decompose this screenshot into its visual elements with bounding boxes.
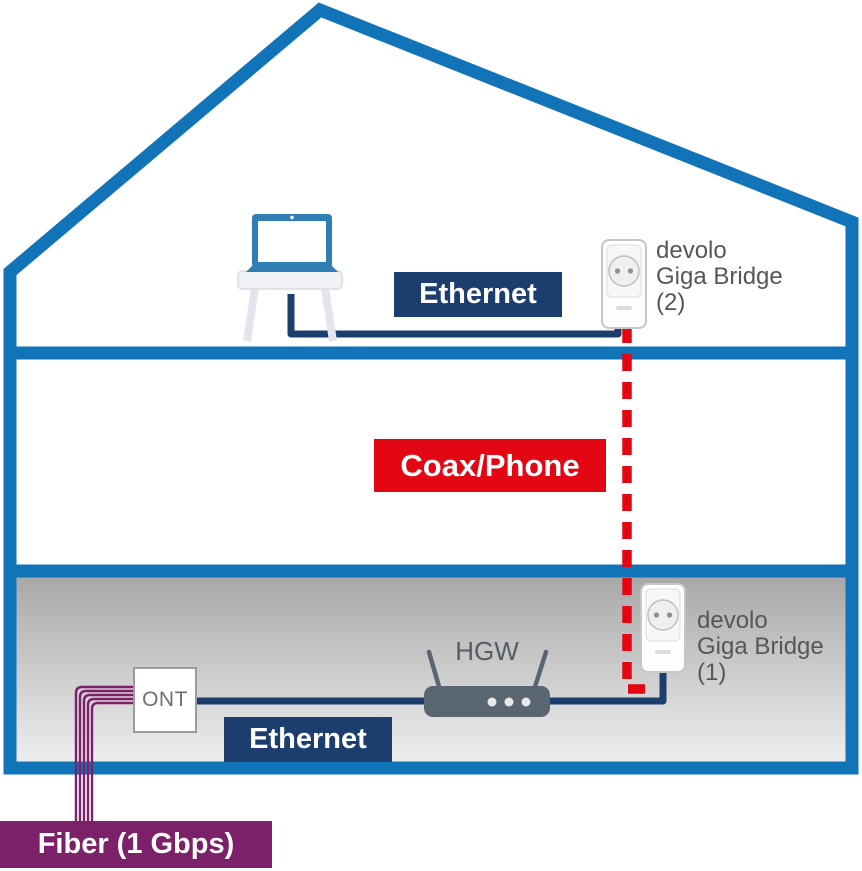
fiber-strand <box>78 689 134 826</box>
hgw-router <box>424 649 550 717</box>
socket-hole <box>614 268 621 274</box>
fiber-strand <box>82 693 134 826</box>
ethernet-label-lower: Ethernet <box>224 717 392 762</box>
fiber-cable-bundle <box>74 685 134 826</box>
socket-hole <box>653 612 660 618</box>
router-led <box>504 697 514 707</box>
device-slot <box>655 650 671 654</box>
device-slot <box>616 306 632 310</box>
giga-bridge-1-caption-line3: (1) <box>697 659 727 686</box>
giga-bridge-2-caption-line1: devolo <box>656 237 727 264</box>
giga-bridge-1-device <box>640 583 686 673</box>
giga-bridge-1-caption-line2: Giga Bridge <box>697 633 824 660</box>
socket-icon <box>647 599 679 631</box>
ont-box: ONT <box>133 667 197 733</box>
router-led <box>521 697 531 707</box>
giga-bridge-2-caption-line3: (2) <box>656 289 686 316</box>
laptop-camera-dot <box>290 215 294 220</box>
laptop <box>246 214 338 272</box>
fiber-strand <box>86 697 134 826</box>
router-antenna-left <box>426 649 443 693</box>
giga-bridge-2-device <box>601 239 647 329</box>
fiber-strand <box>74 685 134 826</box>
fiber-label: Fiber (1 Gbps) <box>0 821 272 868</box>
socket-hole <box>627 268 634 274</box>
desk-leg-left <box>243 287 259 342</box>
fiber-strand <box>90 701 134 826</box>
ethernet-label-upper: Ethernet <box>394 272 562 317</box>
ethernet-cable-lower <box>196 666 667 705</box>
router-body <box>424 686 550 717</box>
socket-hole <box>666 612 673 618</box>
router-antenna-right <box>531 649 549 693</box>
router-led <box>487 697 497 707</box>
desk <box>237 270 343 342</box>
giga-bridge-2-caption: devolo Giga Bridge (2) <box>656 238 783 316</box>
ont-label: ONT <box>142 688 188 711</box>
coax-phone-label: Coax/Phone <box>374 439 606 492</box>
hgw-label: HGW <box>455 636 519 666</box>
giga-bridge-1-caption: devolo Giga Bridge (1) <box>697 608 824 686</box>
socket-icon <box>608 255 640 287</box>
coax-phone-link <box>622 326 656 694</box>
desk-top <box>237 270 343 290</box>
giga-bridge-1-caption-line1: devolo <box>697 607 768 634</box>
desk-leg-right <box>321 287 337 342</box>
laptop-screen <box>258 221 326 262</box>
giga-bridge-2-caption-line2: Giga Bridge <box>656 263 783 290</box>
